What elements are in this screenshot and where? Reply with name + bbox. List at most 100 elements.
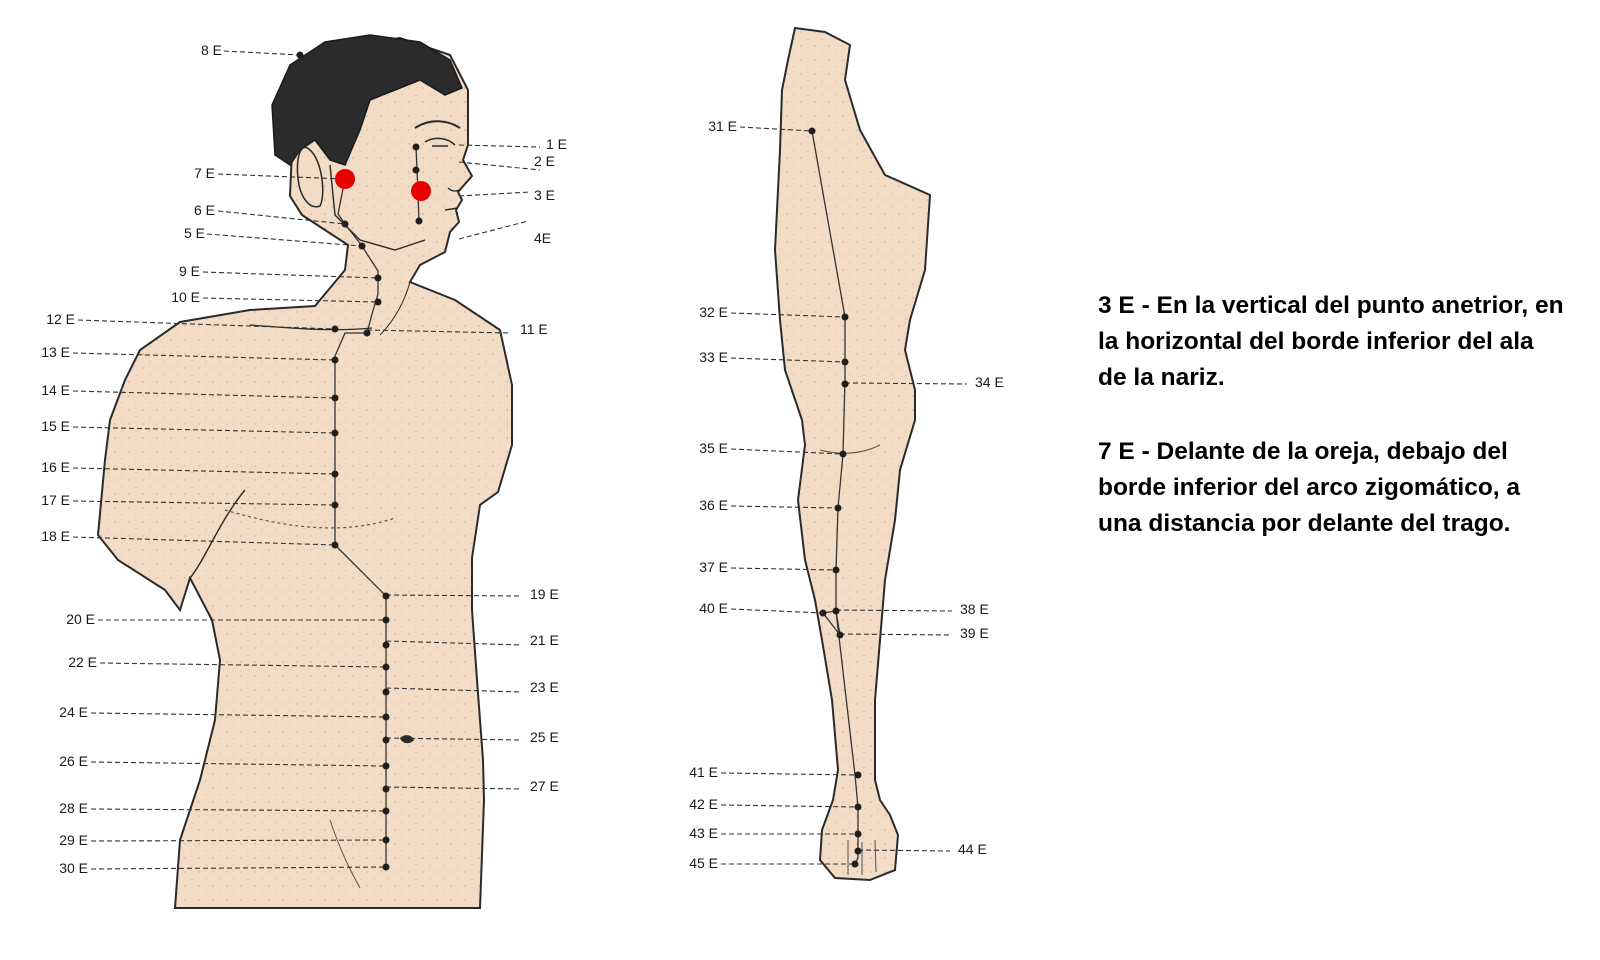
point-marker-43e — [854, 830, 862, 838]
point-marker-32e — [841, 313, 849, 321]
point-marker-6e — [341, 220, 349, 228]
leader-line-40e — [730, 608, 824, 614]
leader-line-24e — [90, 712, 387, 718]
eyebrow — [414, 120, 461, 129]
point-label-10e: 10 E — [171, 289, 200, 305]
point-label-40e: 40 E — [699, 600, 728, 616]
point-label-35e: 35 E — [699, 440, 728, 456]
point-label-42e: 42 E — [689, 796, 718, 812]
point-label-20e: 20 E — [66, 611, 95, 627]
point-label-7e: 7 E — [194, 165, 215, 181]
point-label-37e: 37 E — [699, 559, 728, 575]
point-marker-17e — [331, 501, 339, 509]
point-marker-45e — [851, 860, 859, 868]
acupoint-markers — [296, 51, 862, 871]
leader-line-19e — [385, 594, 523, 597]
point-label-18e: 18 E — [41, 528, 70, 544]
point-label-16e: 16 E — [41, 459, 70, 475]
point-marker-11e — [363, 329, 371, 337]
point-label-33e: 33 E — [699, 349, 728, 365]
point-label-22e: 22 E — [68, 654, 97, 670]
leader-line-33e — [730, 357, 846, 363]
point-marker-28e — [382, 807, 390, 815]
leader-line-9e — [202, 271, 379, 279]
leader-line-14e — [72, 390, 336, 399]
abdomen-crease — [329, 819, 361, 889]
leader-line-42e — [720, 804, 859, 808]
point-label-11e: 11 E — [520, 321, 548, 337]
leader-line-13e — [72, 352, 336, 361]
torso-figure — [96, 34, 513, 909]
point-marker-34e — [841, 380, 849, 388]
point-label-25e: 25 E — [530, 729, 559, 745]
point-label-34e: 34 E — [975, 374, 1004, 390]
leader-line-39e — [839, 633, 953, 636]
leader-line-12e — [77, 319, 336, 330]
leader-line-44e — [857, 849, 951, 852]
point-marker-40e — [819, 609, 827, 617]
hair — [271, 34, 463, 167]
leader-line-1e — [458, 144, 541, 148]
point-label-5e: 5 E — [184, 225, 205, 241]
point-marker-18e — [331, 541, 339, 549]
point-marker-9e — [374, 274, 382, 282]
point-marker-27e — [382, 785, 390, 793]
point-marker-14e — [331, 394, 339, 402]
point-label-1e: 1 E — [546, 136, 567, 152]
point-marker-10e — [374, 298, 382, 306]
point-marker-24e — [382, 713, 390, 721]
leader-line-7e — [217, 173, 346, 180]
point-label-4e: 4E — [534, 230, 551, 246]
axilla-line — [189, 489, 246, 579]
leader-line-6e — [217, 210, 346, 225]
point-marker-4e — [415, 217, 423, 225]
point-marker-16e — [331, 470, 339, 478]
point-marker-37e — [832, 566, 840, 574]
leader-line-23e — [385, 687, 523, 693]
leader-line-21e — [385, 640, 523, 646]
point-marker-1e — [412, 143, 420, 151]
point-label-15e: 15 E — [41, 418, 70, 434]
point-label-31e: 31 E — [708, 118, 737, 134]
note-point-3e: 3 E - En la vertical del punto anetrior,… — [1098, 292, 1564, 391]
point-label-29e: 29 E — [59, 832, 88, 848]
point-label-6e: 6 E — [194, 202, 215, 218]
point-label-24e: 24 E — [59, 704, 88, 720]
point-marker-19e — [382, 592, 390, 600]
point-marker-38e — [832, 607, 840, 615]
highlight-dot-3e — [411, 181, 431, 201]
point-label-19e: 19 E — [530, 586, 559, 602]
point-marker-35e — [839, 450, 847, 458]
point-label-13e: 13 E — [41, 344, 70, 360]
point-label-26e: 26 E — [59, 753, 88, 769]
point-marker-22e — [382, 663, 390, 671]
point-label-2e: 2 E — [534, 153, 555, 169]
leader-line-38e — [835, 609, 953, 612]
nostril — [447, 187, 463, 192]
point-marker-20e — [382, 616, 390, 624]
leader-line-17e — [72, 500, 336, 506]
leader-line-18e — [72, 536, 336, 546]
point-marker-31e — [808, 127, 816, 135]
leg-figure — [773, 26, 932, 882]
point-marker-33e — [841, 358, 849, 366]
point-label-38e: 38 E — [960, 601, 989, 617]
point-marker-42e — [854, 803, 862, 811]
point-marker-21e — [382, 641, 390, 649]
point-label-9e: 9 E — [179, 263, 200, 279]
point-label-30e: 30 E — [59, 860, 88, 876]
point-label-21e: 21 E — [530, 632, 559, 648]
point-label-45e: 45 E — [689, 855, 718, 871]
point-marker-41e — [854, 771, 862, 779]
leader-line-30e — [90, 866, 387, 870]
eye — [424, 137, 456, 147]
point-marker-8e — [296, 51, 304, 59]
pectoral-line — [224, 509, 396, 529]
leader-line-34e — [844, 382, 968, 385]
point-marker-39e — [836, 631, 844, 639]
point-label-44e: 44 E — [958, 841, 987, 857]
point-marker-29e — [382, 836, 390, 844]
point-label-36e: 36 E — [699, 497, 728, 513]
